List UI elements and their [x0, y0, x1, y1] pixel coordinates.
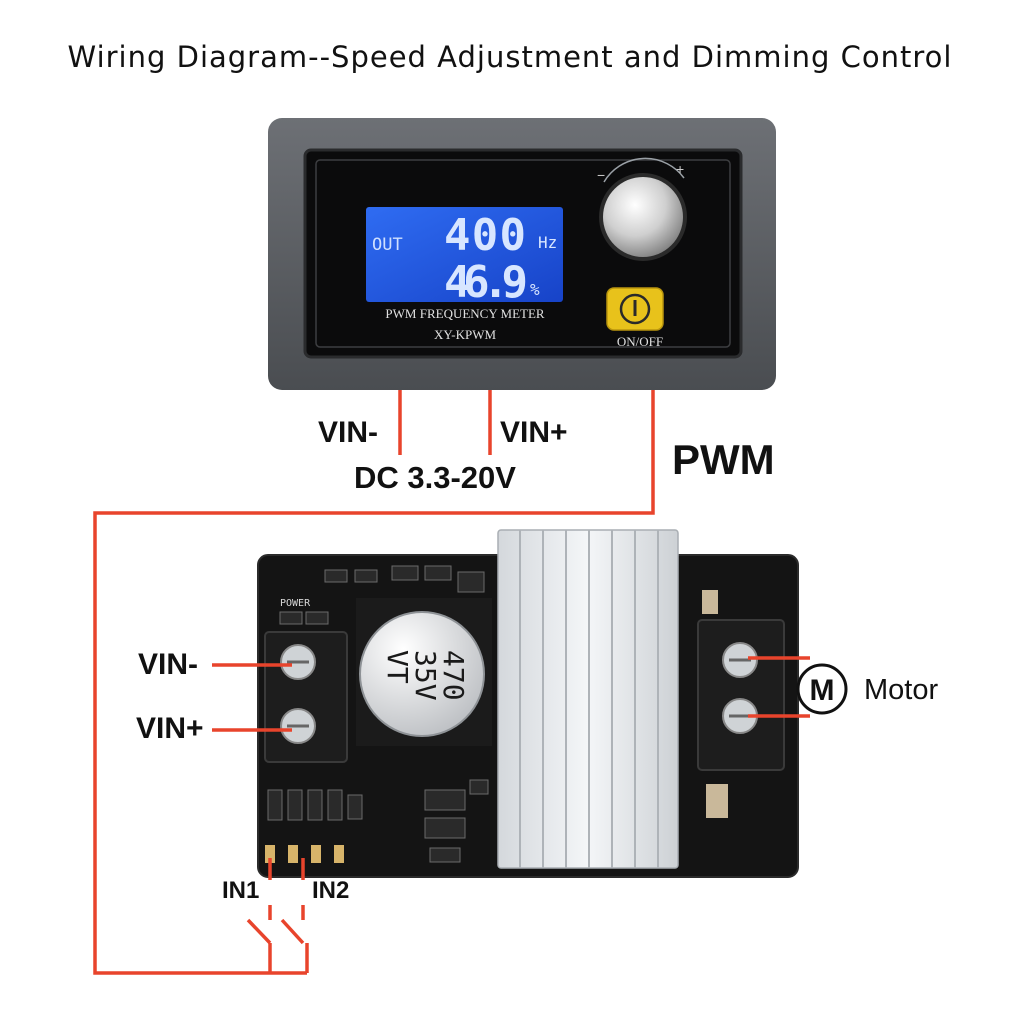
switch-in2	[280, 918, 305, 945]
motor-symbol	[796, 663, 848, 715]
board-vin-plus-label: VIN+	[136, 712, 204, 745]
knob-plus-label: +	[676, 161, 684, 177]
controller-vin-plus-label: VIN+	[500, 416, 568, 449]
heatsink-fins	[519, 530, 659, 868]
on-off-label: ON/OFF	[617, 334, 663, 349]
in1-label: IN1	[222, 877, 260, 904]
knob-arc	[603, 157, 685, 183]
motor-driver-board: POWER 470 35V VT	[257, 529, 799, 878]
knob-minus-label: −	[597, 167, 605, 183]
adjust-knob[interactable]	[603, 177, 683, 257]
pwm-controller-module: OUT 400 Hz 46.9 % PWM FREQUENCY METER XY…	[268, 118, 776, 390]
lcd-frequency-value: 400	[444, 210, 526, 261]
switch-in1	[246, 918, 272, 945]
in2-label: IN2	[312, 877, 350, 904]
controller-vin-minus-label: VIN-	[318, 416, 378, 449]
motor-symbol-letter: M	[810, 674, 835, 707]
capacitor-text-3: VT	[381, 650, 414, 684]
power-icon	[619, 293, 651, 325]
panel-model-line1: PWM FREQUENCY METER	[385, 306, 544, 321]
motor-label: Motor	[864, 674, 939, 706]
controller-wires	[93, 390, 655, 975]
smd-components	[267, 565, 489, 863]
input-header-pins	[265, 845, 344, 863]
capacitor-text-2: 35V	[409, 650, 442, 701]
page-title: Wiring Diagram--Speed Adjustment and Dim…	[67, 40, 953, 74]
pwm-label: PWM	[672, 436, 775, 483]
board-vin-minus-label: VIN-	[138, 648, 198, 681]
lcd-frequency-unit: Hz	[538, 233, 557, 252]
wire-pwm-signal	[93, 390, 655, 975]
lcd-display	[366, 207, 563, 302]
smd-capacitor-c3	[702, 590, 718, 614]
lcd-duty-value: 46.9	[444, 257, 528, 308]
electrolytic-capacitor	[359, 611, 485, 737]
panel-model-line2: XY-KPWM	[434, 327, 497, 342]
capacitor-markings: 470 35V VT	[381, 650, 470, 701]
lcd-duty-unit: %	[530, 280, 540, 299]
power-silk-label: POWER	[280, 598, 311, 609]
smd-capacitor-c1	[706, 784, 728, 818]
supply-voltage-label: DC 3.3-20V	[354, 460, 516, 495]
lcd-out-label: OUT	[372, 235, 403, 255]
driver-wires	[212, 656, 810, 973]
capacitor-text-1: 470	[437, 650, 470, 701]
